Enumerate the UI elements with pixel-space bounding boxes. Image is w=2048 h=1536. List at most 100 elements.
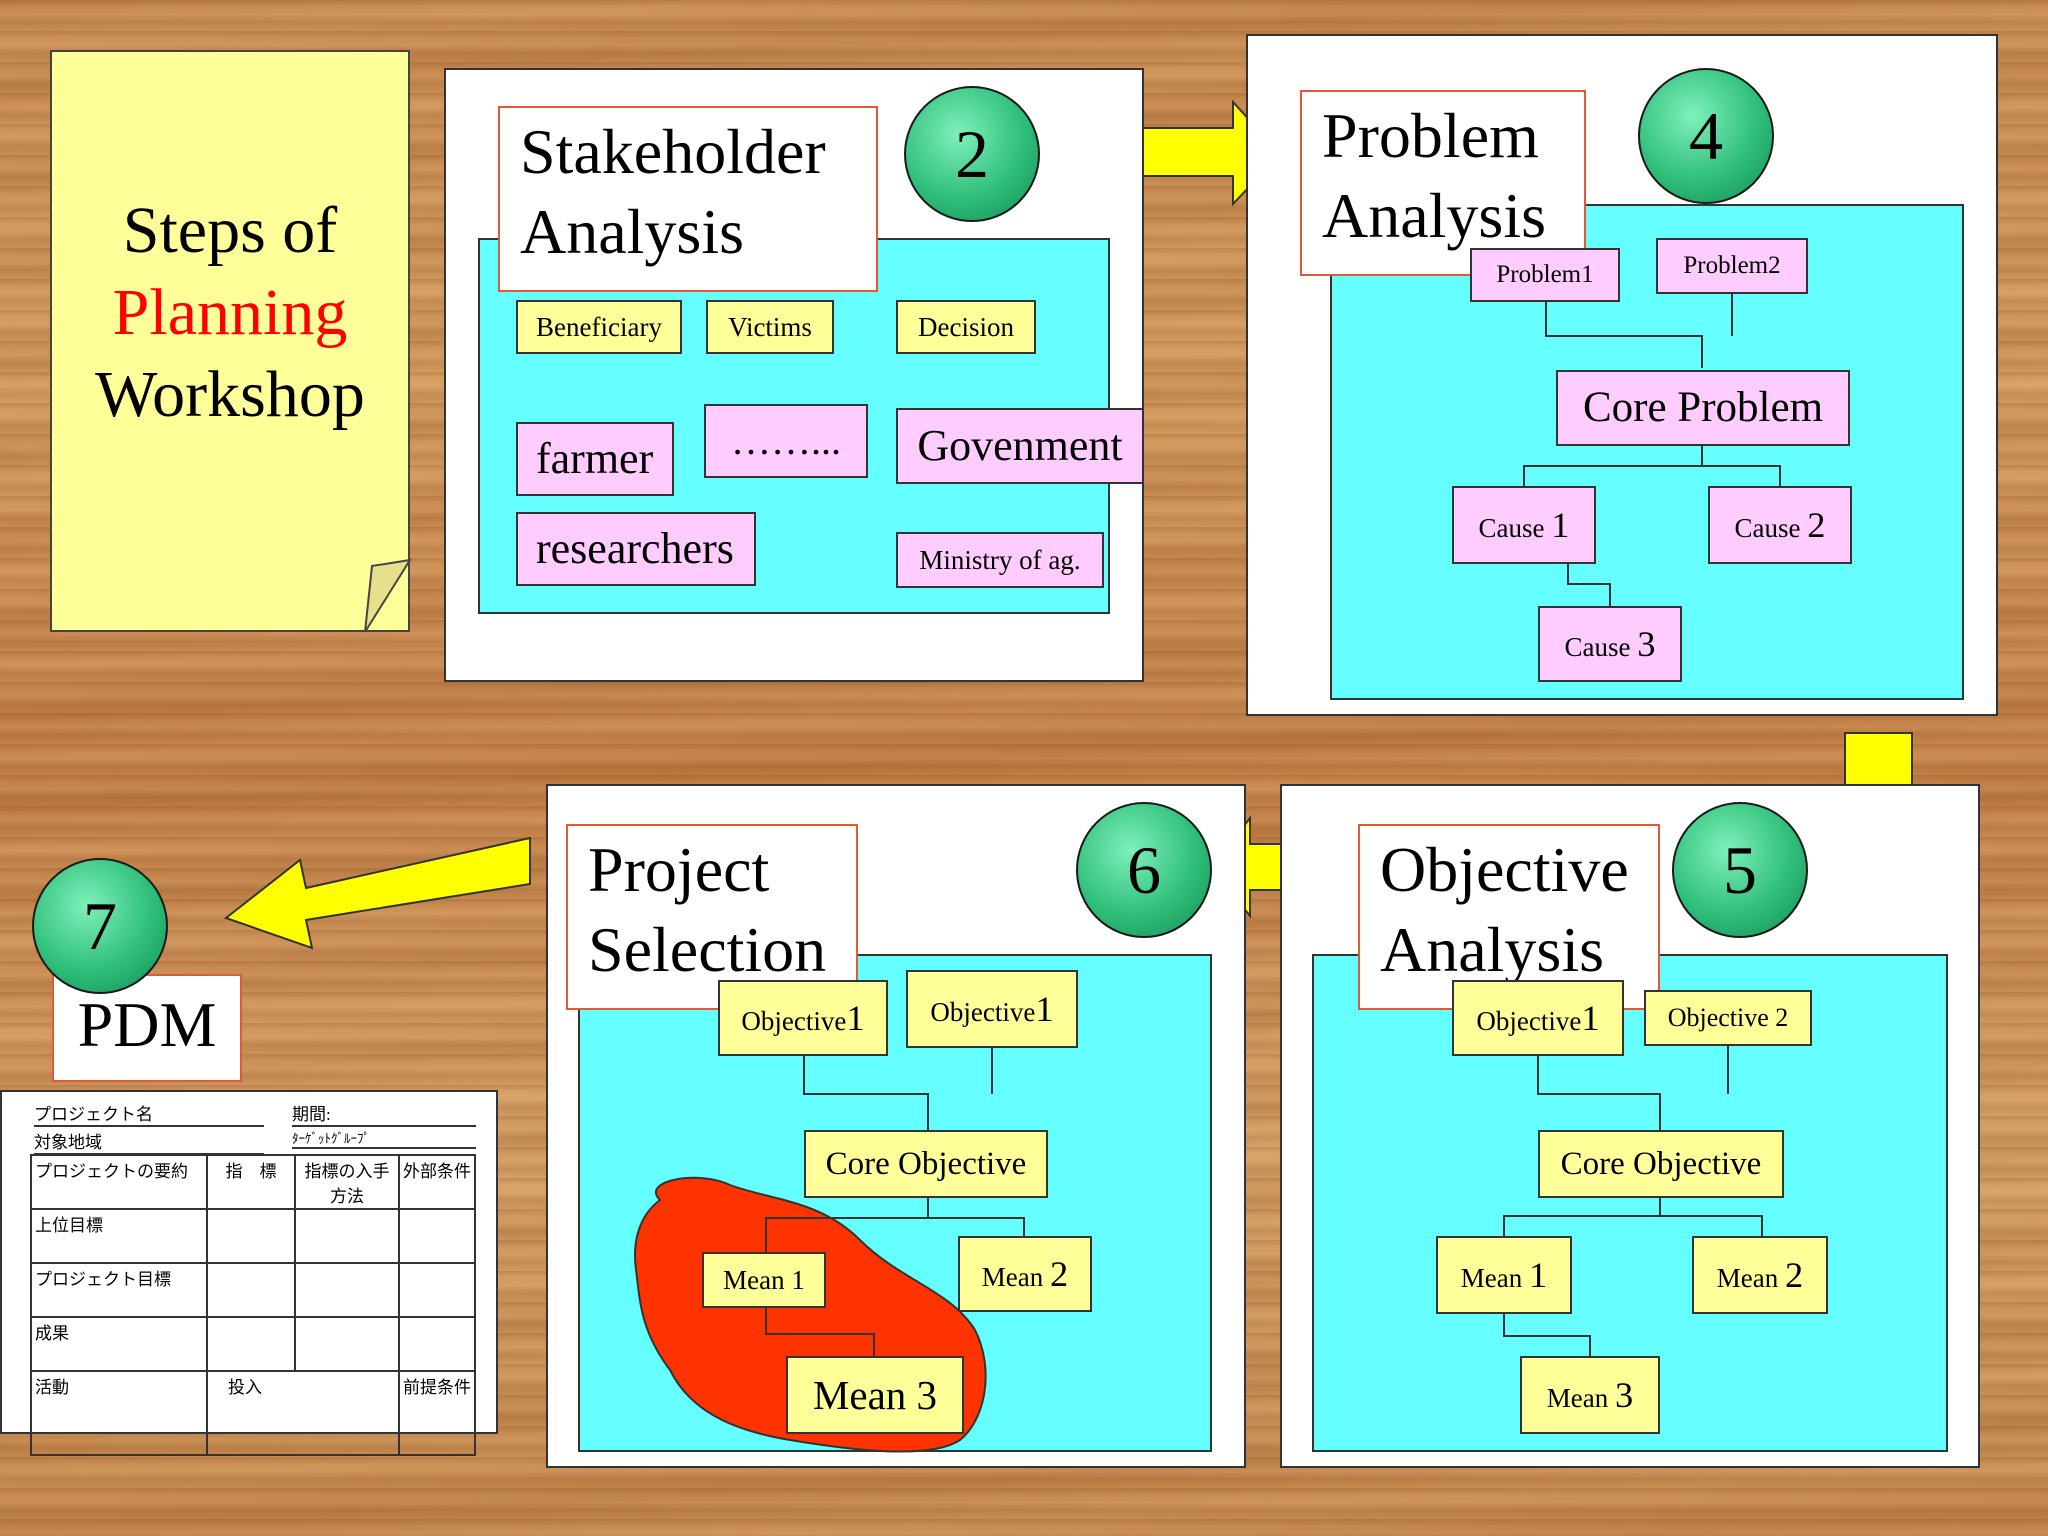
problem-title-line-1: Problem (1322, 100, 1539, 171)
pdm-cell (398, 1316, 476, 1372)
cause-3-number: 3 (1637, 624, 1656, 664)
step-number-7: 7 (83, 888, 117, 964)
pdm-row-overall-goal: 上位目標 (30, 1208, 208, 1264)
step-number-5-badge: 5 (1672, 802, 1808, 938)
objective-2-box: Objective 2 (1644, 990, 1812, 1046)
pdm-form: プロジェクト名 期間: 対象地域 ﾀｰｹﾞｯﾄｸﾞﾙｰﾌﾟ プロジェクトの要約 … (0, 1090, 498, 1456)
project-core-objective-box: Core Objective (804, 1130, 1048, 1198)
project-mean-2-label: Mean (981, 1262, 1044, 1292)
project-objective-1-label: Objective (741, 1006, 847, 1036)
stakeholder-title-line-1: Stakeholder (520, 116, 826, 187)
cause-2-label: Cause (1734, 513, 1801, 543)
objective-mean-3-label: Mean (1546, 1383, 1609, 1413)
project-mean-2-box: Mean 2 (958, 1236, 1092, 1312)
project-title: Project Selection (566, 824, 858, 1010)
note-title: Steps of Planning Workshop (52, 190, 408, 436)
step-number-4: 4 (1689, 98, 1723, 174)
stakeholder-item-ministry: Ministry of ag. (896, 532, 1104, 588)
note-line-3: Workshop (95, 358, 365, 431)
stakeholder-header-victims: Victims (706, 300, 834, 354)
pdm-row-outputs: 成果 (30, 1316, 208, 1372)
stakeholder-item-researchers: researchers (516, 512, 756, 586)
pdm-target-area: 対象地域 (34, 1128, 264, 1155)
objective-1-box: Objective1 (1452, 980, 1624, 1056)
pdm-preconditions: 前提条件 (398, 1370, 476, 1456)
project-objective-2-box: Objective1 (906, 970, 1078, 1048)
pdm-cell (206, 1262, 296, 1318)
cause-1-label: Cause (1478, 513, 1545, 543)
objective-mean-3-box: Mean 3 (1520, 1356, 1660, 1434)
project-mean-1-box: Mean 1 (702, 1252, 826, 1308)
pdm-cell (398, 1208, 476, 1264)
step-number-2-badge: 2 (904, 86, 1040, 222)
step-number-4-badge: 4 (1638, 68, 1774, 204)
step-number-7-badge: 7 (32, 858, 168, 994)
objective-mean-1-box: Mean 1 (1436, 1236, 1572, 1314)
objective-title-line-1: Objective (1380, 834, 1629, 905)
objective-mean-1-label: Mean (1460, 1263, 1523, 1293)
objective-mean-2-box: Mean 2 (1692, 1236, 1828, 1314)
pdm-matrix: プロジェクトの要約 指 標 指標の入手方法 外部条件 上位目標 プロジェクト目標… (30, 1154, 476, 1456)
pdm-row-activities: 活動 (30, 1370, 208, 1456)
project-title-line-1: Project (588, 834, 770, 905)
objective-title-line-2: Analysis (1380, 914, 1604, 985)
project-objective-2-label: Objective (930, 997, 1036, 1027)
cause-3-label: Cause (1564, 632, 1631, 662)
objective-mean-2-number: 2 (1785, 1255, 1804, 1295)
stakeholder-item-farmer: farmer (516, 422, 674, 496)
pdm-cell (398, 1262, 476, 1318)
note-line-2-highlight: Planning (112, 276, 348, 349)
pdm-cell (206, 1208, 296, 1264)
step-number-2: 2 (955, 116, 989, 192)
objective-mean-3-number: 3 (1615, 1375, 1634, 1415)
sticky-note: Steps of Planning Workshop (50, 50, 410, 632)
problem-title-line-2: Analysis (1322, 180, 1546, 251)
project-objective-1-box: Objective1 (718, 980, 888, 1056)
objective-1-number: 1 (1581, 998, 1600, 1038)
problem-box-2: Problem2 (1656, 238, 1808, 294)
pdm-inputs: 投入 (206, 1370, 400, 1456)
step-number-6-badge: 6 (1076, 802, 1212, 938)
project-objective-2-number: 1 (1035, 989, 1054, 1029)
objective-mean-2-label: Mean (1716, 1263, 1779, 1293)
note-line-1: Steps of (122, 194, 338, 267)
cause-1-number: 1 (1551, 505, 1570, 545)
pdm-target-group: ﾀｰｹﾞｯﾄｸﾞﾙｰﾌﾟ (292, 1128, 476, 1149)
pdm-project-name: プロジェクト名 (34, 1100, 264, 1127)
objective-mean-1-number: 1 (1529, 1255, 1548, 1295)
core-problem-box: Core Problem (1556, 370, 1850, 446)
project-mean-2-number: 2 (1050, 1254, 1069, 1294)
pdm-cell (294, 1262, 400, 1318)
pdm-col-assumptions: 外部条件 (398, 1154, 476, 1210)
pdm-cell (206, 1316, 296, 1372)
cause-1-box: Cause 1 (1452, 486, 1596, 564)
objective-1-label: Objective (1476, 1006, 1582, 1036)
pdm-col-means: 指標の入手方法 (294, 1154, 400, 1210)
cause-3-box: Cause 3 (1538, 606, 1682, 682)
stakeholder-header-decision: Decision (896, 300, 1036, 354)
pdm-title: PDM (52, 974, 242, 1082)
stakeholder-title: Stakeholder Analysis (498, 106, 878, 292)
pdm-cell (294, 1316, 400, 1372)
objective-title: Objective Analysis (1358, 824, 1660, 1010)
stakeholder-item-ellipsis: ……... (704, 404, 868, 478)
project-mean-3-box: Mean 3 (786, 1356, 964, 1434)
project-title-line-2: Selection (588, 914, 827, 985)
objective-core-objective-box: Core Objective (1538, 1130, 1784, 1198)
pdm-col-summary: プロジェクトの要約 (30, 1154, 208, 1210)
pdm-row-project-purpose: プロジェクト目標 (30, 1262, 208, 1318)
problem-box-1: Problem1 (1470, 248, 1620, 302)
stakeholder-item-govenment: Govenment (896, 408, 1144, 484)
stakeholder-title-line-2: Analysis (520, 196, 744, 267)
step-number-6: 6 (1127, 832, 1161, 908)
cause-2-box: Cause 2 (1708, 486, 1852, 564)
project-objective-1-number: 1 (846, 998, 865, 1038)
pdm-cell (294, 1208, 400, 1264)
step-number-5: 5 (1723, 832, 1757, 908)
stakeholder-header-beneficiary: Beneficiary (516, 300, 682, 354)
problem-title: Problem Analysis (1300, 90, 1586, 276)
arrow-step6-to-step7 (223, 836, 531, 950)
pdm-col-indicator: 指 標 (206, 1154, 296, 1210)
cause-2-number: 2 (1807, 505, 1826, 545)
pdm-period: 期間: (292, 1100, 476, 1127)
